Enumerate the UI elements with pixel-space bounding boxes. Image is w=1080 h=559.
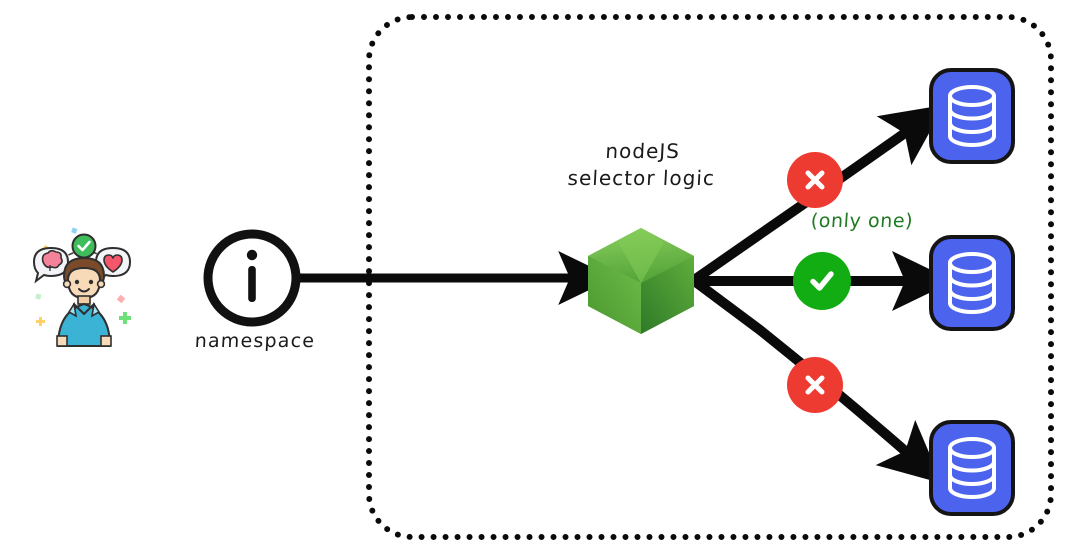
reject-badge-bottom — [787, 357, 843, 413]
accept-badge-middle — [793, 252, 851, 310]
selector-caption-line2: selector logic — [567, 166, 716, 190]
info-circle-icon — [203, 229, 301, 327]
selector-caption-line1: nodeJS — [604, 139, 681, 163]
database-top — [929, 68, 1015, 164]
database-icon — [948, 437, 996, 499]
database-icon — [948, 85, 996, 147]
database-bottom — [929, 420, 1015, 516]
selector-caption: nodeJS selector logic — [525, 138, 760, 192]
namespace-label: namespace — [194, 330, 316, 352]
person-thinking-icon — [32, 227, 132, 347]
close-icon — [805, 170, 825, 190]
close-icon — [805, 375, 825, 395]
database-icon — [948, 252, 996, 314]
check-icon — [810, 271, 834, 291]
reject-badge-top — [787, 152, 843, 208]
only-one-annotation: (only one) — [810, 210, 914, 232]
database-middle — [929, 235, 1015, 331]
